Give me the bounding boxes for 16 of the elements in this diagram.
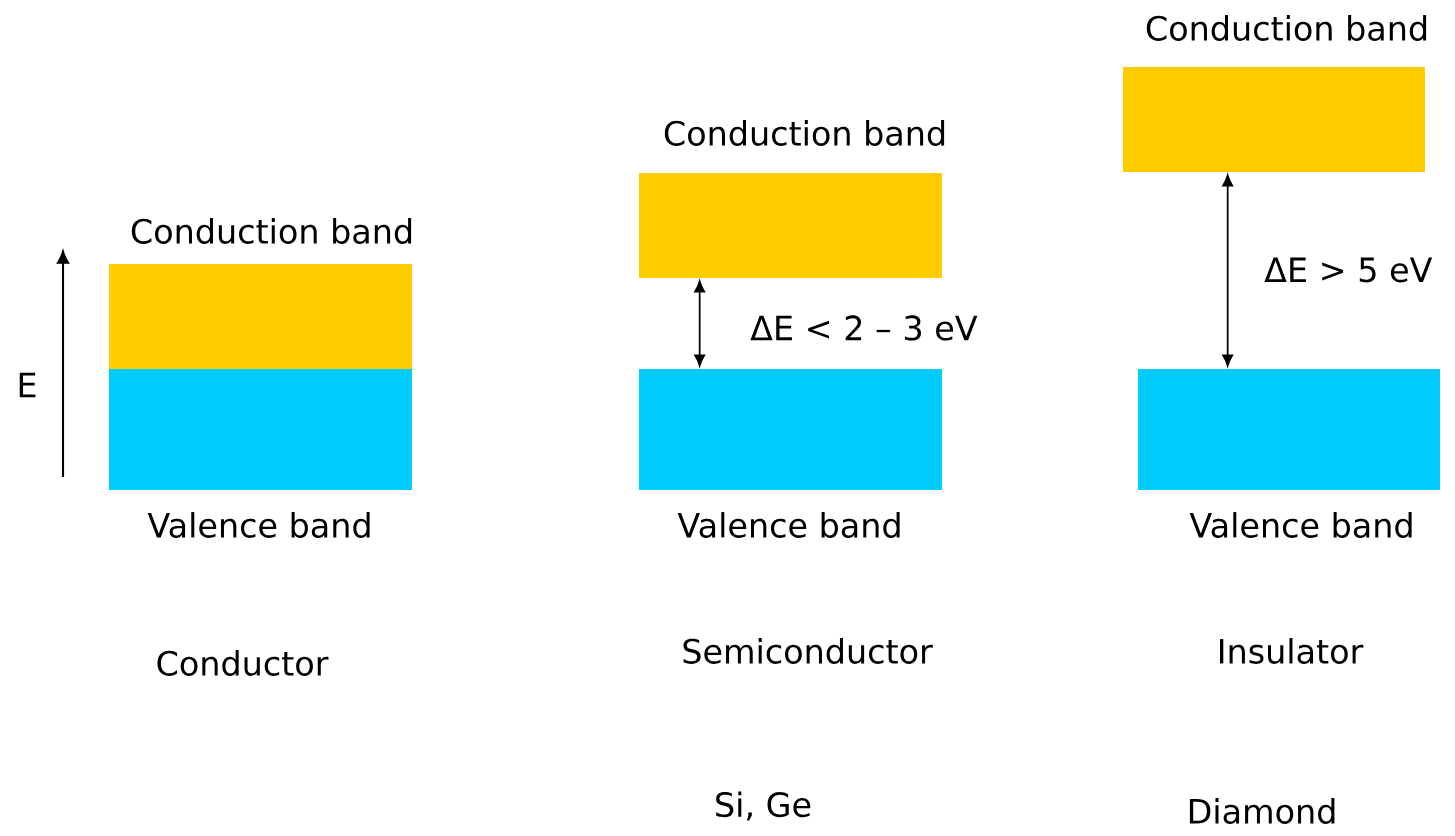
band-label: Conduction band: [131, 218, 412, 244]
axis-label: E: [19, 372, 36, 398]
double-arrow: [1222, 174, 1234, 367]
band-label: Conduction band: [1146, 15, 1427, 41]
band-label: Valence band: [1189, 512, 1412, 538]
material-label: Conductor: [157, 650, 329, 676]
double-arrow: [694, 280, 706, 367]
edge-label: ΔE > 5 eV: [1262, 255, 1435, 285]
material-label: Si, Ge: [716, 791, 811, 821]
material-label: Diamond: [1189, 798, 1335, 824]
edge-label: ΔE < 2 – 3 eV: [748, 313, 980, 343]
band-label: Valence band: [147, 512, 370, 538]
material-label: Semiconductor: [683, 638, 933, 664]
band-label: Conduction band: [664, 120, 945, 146]
band-label: Valence band: [677, 512, 900, 538]
material-label: Insulator: [1220, 638, 1364, 664]
